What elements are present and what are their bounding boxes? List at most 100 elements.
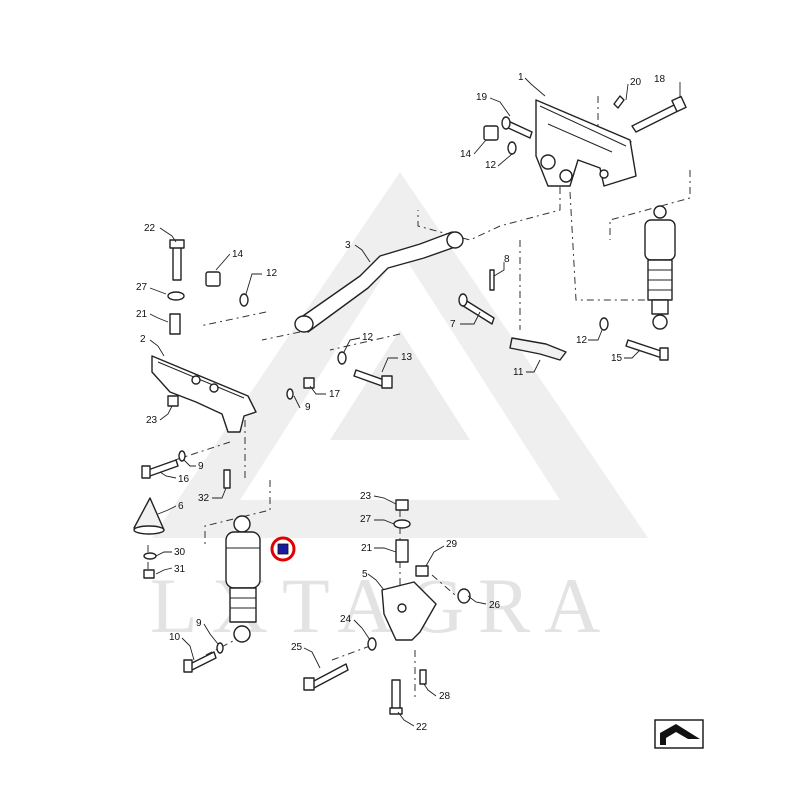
callout[interactable]: 27	[360, 514, 395, 525]
bolt-25	[303, 663, 349, 691]
bolt-18	[631, 95, 687, 133]
highlight-marker[interactable]	[270, 536, 296, 562]
shock-absorber-4	[225, 515, 261, 643]
svg-text:9: 9	[196, 618, 202, 629]
svg-text:14: 14	[460, 149, 472, 160]
svg-text:3: 3	[345, 240, 351, 251]
svg-text:17: 17	[329, 389, 341, 400]
callout[interactable]: 21	[361, 543, 397, 554]
svg-text:14: 14	[232, 249, 244, 260]
callout[interactable]: 14	[215, 249, 244, 271]
callout[interactable]: 1	[518, 72, 546, 97]
svg-text:11: 11	[513, 367, 524, 378]
watermark: LXTAGRA	[150, 172, 648, 649]
svg-text:2: 2	[140, 334, 146, 345]
svg-text:8: 8	[504, 254, 510, 265]
callout[interactable]: 29	[425, 539, 458, 567]
cap-6	[133, 497, 165, 535]
callout[interactable]: 5	[362, 569, 385, 591]
svg-text:15: 15	[611, 353, 623, 364]
svg-text:12: 12	[362, 332, 374, 343]
nut-31	[143, 569, 155, 579]
svg-text:13: 13	[401, 352, 413, 363]
callout[interactable]: 19	[476, 92, 511, 117]
svg-text:18: 18	[654, 74, 666, 85]
callout[interactable]: 17	[309, 385, 341, 400]
callout[interactable]: 12	[343, 332, 374, 353]
washer-12-top	[507, 141, 517, 155]
callout[interactable]: 12	[485, 153, 513, 171]
callout[interactable]: 12	[576, 329, 603, 346]
callout[interactable]: 23	[360, 491, 397, 505]
washer-9-upper	[286, 388, 294, 400]
callout[interactable]: 31	[155, 564, 186, 575]
callout[interactable]: 24	[340, 614, 371, 641]
svg-text:28: 28	[439, 691, 451, 702]
bushing-14-left	[205, 271, 221, 287]
svg-text:5: 5	[362, 569, 368, 580]
svg-text:12: 12	[485, 160, 497, 171]
callout[interactable]: 25	[291, 642, 321, 669]
callout[interactable]: 9	[293, 395, 311, 413]
callout[interactable]: 16	[159, 471, 190, 485]
svg-text:30: 30	[174, 547, 186, 558]
handle-11	[509, 337, 567, 361]
washer-24	[367, 637, 377, 651]
shock-absorber-right	[644, 205, 676, 330]
svg-text:21: 21	[361, 543, 373, 554]
pin-20	[613, 95, 625, 109]
callout[interactable]: 15	[611, 349, 641, 364]
svg-text:19: 19	[476, 92, 488, 103]
bolt-16	[141, 459, 179, 479]
washer-27-lower	[393, 519, 411, 529]
svg-text:23: 23	[146, 415, 158, 426]
svg-text:20: 20	[630, 77, 642, 88]
callout[interactable]: 28	[423, 683, 451, 702]
callout[interactable]: 11	[513, 359, 541, 378]
callout[interactable]: 2	[140, 334, 165, 357]
callout[interactable]: 30	[155, 547, 186, 558]
nut-17	[303, 377, 315, 389]
callout[interactable]: 10	[169, 632, 195, 661]
svg-text:1: 1	[518, 72, 524, 83]
callout[interactable]: 14	[460, 139, 487, 160]
torque-rod-3	[294, 231, 464, 333]
svg-text:25: 25	[291, 642, 303, 653]
spacer-21-left	[169, 313, 181, 335]
callout[interactable]: 12	[245, 268, 278, 295]
bushing-26	[457, 588, 471, 604]
svg-text:23: 23	[360, 491, 372, 502]
nut-29	[415, 565, 429, 577]
callout[interactable]: 3	[345, 240, 371, 263]
svg-text:9: 9	[198, 461, 204, 472]
callout[interactable]: 22	[144, 223, 177, 243]
svg-text:27: 27	[360, 514, 372, 525]
nut-23-left	[167, 395, 179, 407]
callout[interactable]: 20	[625, 77, 642, 101]
svg-text:32: 32	[198, 493, 210, 504]
bolt-13	[353, 369, 393, 389]
callout[interactable]: 23	[146, 405, 173, 426]
bolt-10	[183, 651, 217, 673]
callout[interactable]: 26	[467, 595, 501, 611]
callout[interactable]: 9	[183, 459, 204, 472]
callout[interactable]: 22	[397, 711, 428, 733]
next-page-icon[interactable]	[654, 719, 704, 749]
callout[interactable]: 21	[136, 309, 169, 323]
callout[interactable]: 13	[381, 352, 413, 373]
bolt-15	[625, 339, 669, 361]
svg-text:31: 31	[174, 564, 186, 575]
callout[interactable]: 7	[450, 311, 481, 330]
nut-23-lower	[395, 499, 409, 511]
spacer-21-lower	[395, 539, 409, 563]
callout[interactable]: 6	[157, 501, 184, 515]
callout[interactable]: 32	[198, 487, 227, 504]
callout[interactable]: 18	[654, 74, 681, 98]
callout[interactable]: 9	[196, 618, 219, 645]
callout[interactable]: 8	[493, 254, 510, 277]
bolt-22-lower	[389, 679, 403, 715]
screw-32	[223, 469, 231, 489]
bushing-14-top	[483, 125, 499, 141]
callout[interactable]: 27	[136, 282, 167, 295]
washer-9-lower	[216, 642, 224, 654]
